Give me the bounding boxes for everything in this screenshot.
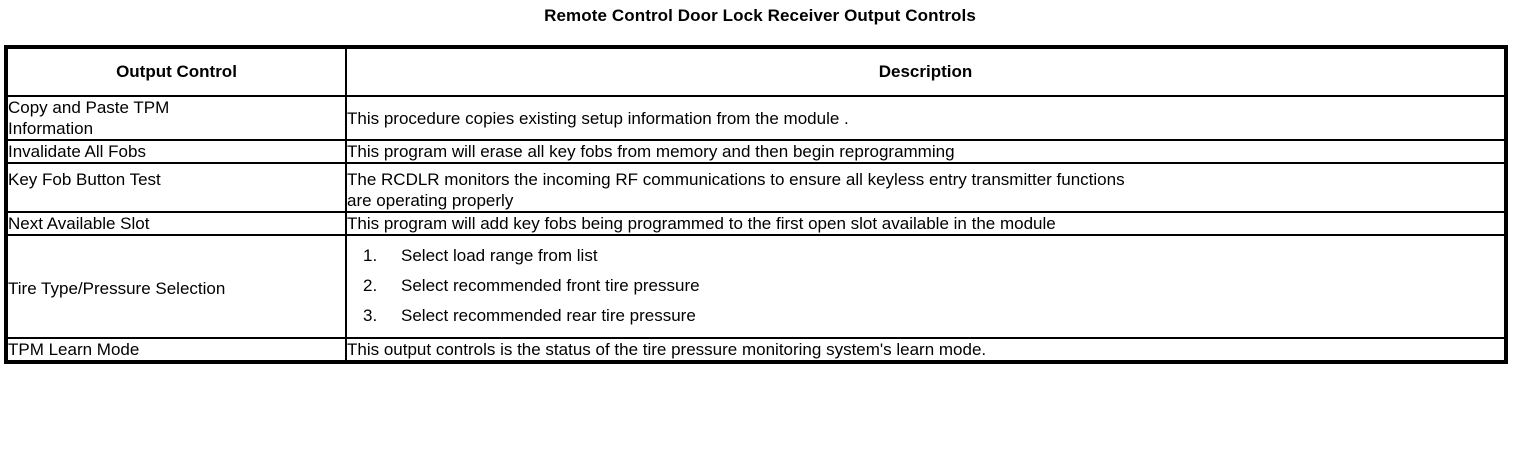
output-control-description: This procedure copies existing setup inf… bbox=[345, 95, 1507, 141]
step-number: 3. bbox=[363, 306, 378, 325]
description-line: are operating properly bbox=[347, 191, 514, 210]
description-step-item: 1. Select load range from list bbox=[363, 241, 1504, 271]
output-control-description: This program will erase all key fobs fro… bbox=[345, 139, 1507, 164]
output-control-description: The RCDLR monitors the incoming RF commu… bbox=[345, 162, 1507, 213]
output-control-name: Tire Type/Pressure Selection bbox=[5, 234, 347, 339]
table-row: Tire Type/Pressure Selection 1. Select loa… bbox=[5, 234, 1507, 339]
step-text: Select load range from list bbox=[401, 246, 598, 265]
table-container: Output Control Description Copy and Past… bbox=[4, 45, 1508, 364]
table-header: Output Control Description bbox=[5, 46, 1507, 97]
description-line: This output controls is the status of th… bbox=[347, 340, 987, 359]
table-header-row: Output Control Description bbox=[5, 46, 1507, 97]
output-control-name: Key Fob Button Test bbox=[5, 162, 347, 213]
description-line: This program will erase all key fobs fro… bbox=[347, 142, 955, 161]
output-control-name: Next Available Slot bbox=[5, 211, 347, 236]
description-step-item: 3. Select recommended rear tire pressure bbox=[363, 301, 1504, 331]
description-step-list: 1. Select load range from list 2. Select re… bbox=[355, 241, 1504, 331]
page-title: Remote Control Door Lock Receiver Output… bbox=[544, 6, 976, 25]
output-control-description: This output controls is the status of th… bbox=[345, 337, 1507, 363]
description-line: This program will add key fobs being pro… bbox=[347, 214, 1056, 233]
description-line: This procedure copies existing setup inf… bbox=[347, 108, 849, 128]
output-control-description: 1. Select load range from list 2. Select re… bbox=[345, 234, 1507, 339]
column-header-description: Description bbox=[345, 46, 1507, 97]
output-control-name: TPM Learn Mode bbox=[5, 337, 347, 363]
step-number: 1. bbox=[363, 246, 378, 265]
output-control-name: Invalidate All Fobs bbox=[5, 139, 347, 164]
description-step-item: 2. Select recommended front tire pressure bbox=[363, 271, 1504, 301]
output-control-description: This program will add key fobs being pro… bbox=[345, 211, 1507, 236]
step-text: Select recommended front tire pressure bbox=[401, 276, 700, 295]
output-controls-table: Output Control Description Copy and Past… bbox=[4, 45, 1508, 364]
step-text: Select recommended rear tire pressure bbox=[401, 306, 696, 325]
description-line: The RCDLR monitors the incoming RF commu… bbox=[347, 170, 1125, 189]
step-number: 2. bbox=[363, 276, 378, 295]
column-header-output-control: Output Control bbox=[5, 46, 347, 97]
